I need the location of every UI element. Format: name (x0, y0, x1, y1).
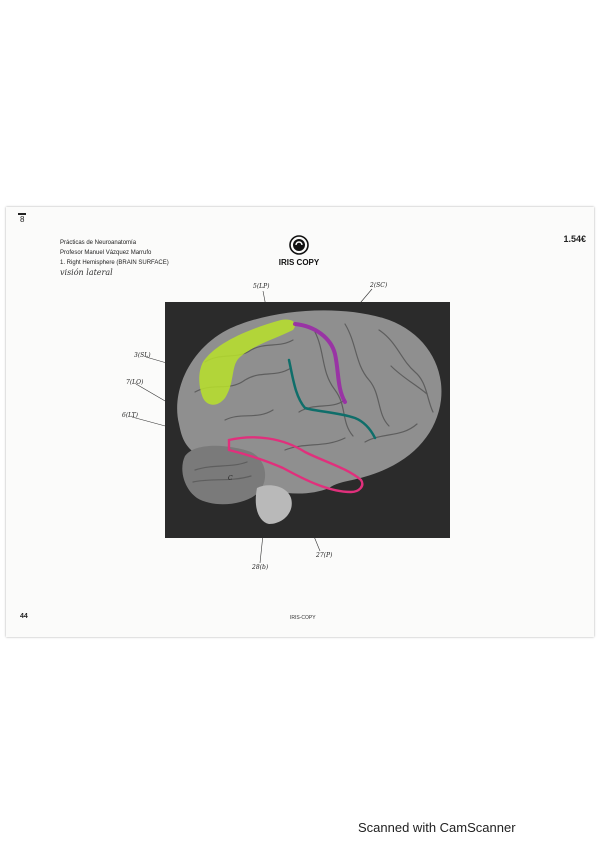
green-region (199, 319, 296, 405)
logo-text: IRIS COPY (278, 258, 320, 267)
professor-name: Profesor Manuel Vázquez Marrufo (60, 250, 152, 256)
figure-title: 1. Right Hemisphere (BRAIN SURFACE) (60, 260, 169, 266)
annotation-27-p: 27(P) (316, 552, 333, 559)
annotation-3-sl: 3(SL) (134, 352, 151, 359)
annotation-c: C (228, 475, 233, 482)
annotation-2-sc: 2(SC) (370, 282, 388, 289)
cerebellum (182, 445, 266, 505)
iris-logo-icon (289, 235, 309, 255)
teal-sulcus (287, 358, 377, 440)
purple-sulcus (293, 322, 347, 404)
brain-lateral-photo (165, 302, 450, 538)
brainstem (255, 485, 292, 524)
pink-outline (227, 436, 364, 494)
cerebrum (177, 310, 442, 494)
annotation-6-lt: 6(LT) (122, 412, 138, 419)
price-label: 1.54€ (563, 234, 586, 244)
annotation-5-lp: 5(LP) (253, 283, 270, 290)
annotation-28-b: 28(b) (252, 564, 269, 571)
iris-copy-logo: IRIS COPY (277, 235, 321, 267)
scanned-page: 8 1.54€ Prácticas de Neuroanatomía Profe… (6, 207, 594, 637)
handwritten-view-note: visión lateral (60, 268, 113, 277)
camscanner-watermark: Scanned with CamScanner (358, 820, 516, 835)
page-number: 44 (20, 613, 28, 620)
document-header: Prácticas de Neuroanatomía Profesor Manu… (60, 238, 169, 278)
footer-brand: IRIS-COPY (290, 615, 316, 621)
corner-mark: 8 (18, 213, 27, 224)
course-title: Prácticas de Neuroanatomía (60, 240, 137, 246)
annotation-7-lo: 7(LO) (126, 379, 144, 386)
